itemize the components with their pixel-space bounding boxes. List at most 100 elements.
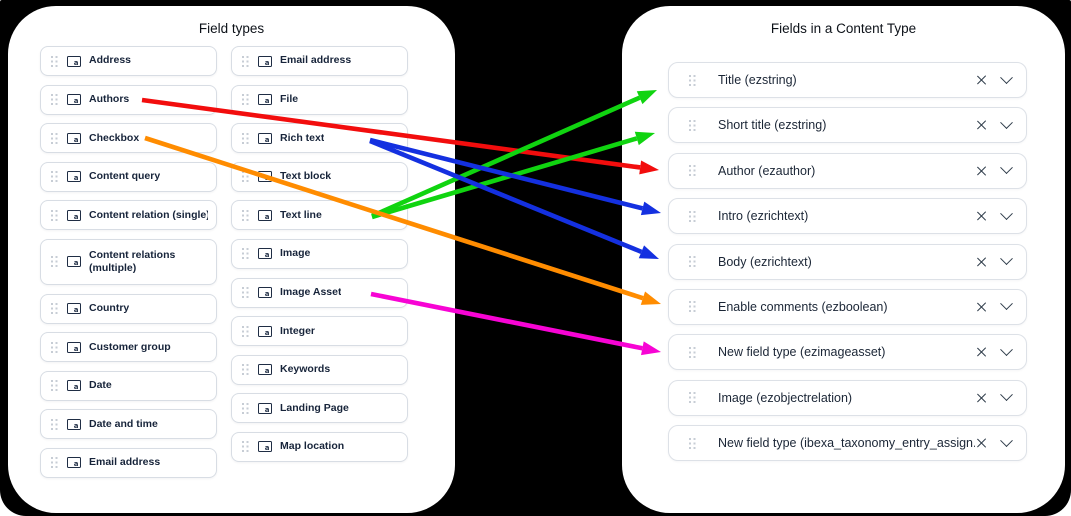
field-type-item-file[interactable]: File [231, 84, 408, 115]
drag-handle-icon[interactable] [689, 74, 696, 86]
drag-handle-icon[interactable] [51, 341, 58, 353]
drag-handle-icon[interactable] [689, 301, 696, 312]
close-icon[interactable] [975, 391, 988, 404]
content-type-field-row-author[interactable]: Author (ezauthor) [668, 152, 1027, 189]
field-type-item-email-address-2[interactable]: Email address [231, 46, 408, 76]
drag-handle-icon[interactable] [242, 287, 249, 298]
field-type-item-address[interactable]: Address [40, 46, 217, 76]
field-type-icon [67, 94, 81, 106]
close-icon[interactable] [975, 300, 988, 313]
field-type-icon [258, 248, 272, 260]
field-type-item-checkbox[interactable]: Checkbox [40, 123, 217, 154]
field-type-label: Date [89, 379, 112, 392]
close-icon[interactable] [975, 210, 988, 223]
chevron-down-icon[interactable] [1000, 388, 1013, 402]
drag-handle-icon[interactable] [689, 256, 696, 267]
drag-handle-icon[interactable] [689, 437, 696, 449]
field-type-icon [67, 380, 81, 392]
content-type-field-row-body[interactable]: Body (ezrichtext) [668, 243, 1027, 280]
close-icon[interactable] [975, 119, 988, 132]
field-type-icon [258, 55, 272, 67]
drag-handle-icon[interactable] [242, 248, 249, 259]
drag-handle-icon[interactable] [51, 171, 58, 182]
field-definition-label: Short title (ezstring) [718, 118, 827, 133]
field-type-item-image[interactable]: Image [231, 238, 408, 269]
drag-handle-icon[interactable] [51, 132, 58, 144]
field-type-item-integer[interactable]: Integer [231, 316, 408, 347]
drag-handle-icon[interactable] [242, 209, 249, 221]
drag-handle-icon[interactable] [242, 171, 249, 182]
field-type-item-country[interactable]: Country [40, 293, 217, 324]
field-definition-label: New field type (ezimageasset) [718, 345, 886, 360]
chevron-down-icon[interactable] [1000, 70, 1013, 84]
close-icon[interactable] [975, 74, 988, 87]
field-type-item-text-block[interactable]: Text block [231, 161, 408, 192]
field-type-item-rich-text[interactable]: Rich text [231, 123, 408, 154]
chevron-down-icon[interactable] [1000, 252, 1013, 266]
field-types-column-1: Address Authors Checkbox Content query C… [40, 46, 217, 478]
field-type-item-landing-page[interactable]: Landing Page [231, 393, 408, 424]
chevron-down-icon[interactable] [1000, 433, 1013, 447]
chevron-down-icon[interactable] [1000, 343, 1013, 356]
content-type-field-row-new-field-imageasset[interactable]: New field type (ezimageasset) [668, 334, 1027, 371]
drag-handle-icon[interactable] [689, 165, 696, 176]
field-type-label: Integer [280, 324, 316, 337]
drag-handle-icon[interactable] [242, 441, 249, 452]
drag-handle-icon[interactable] [689, 119, 696, 131]
field-type-label: Authors [89, 93, 130, 106]
field-definition-label: Image (ezobjectrelation) [718, 390, 853, 405]
content-type-field-row-image[interactable]: Image (ezobjectrelation) [668, 379, 1027, 416]
drag-handle-icon[interactable] [689, 210, 696, 222]
field-type-item-text-line[interactable]: Text line [231, 200, 408, 231]
drag-handle-icon[interactable] [51, 55, 58, 67]
drag-handle-icon[interactable] [51, 418, 58, 430]
content-type-field-row-title[interactable]: Title (ezstring) [668, 62, 1027, 98]
field-type-icon [67, 55, 81, 67]
drag-handle-icon[interactable] [51, 256, 58, 267]
content-type-field-row-intro[interactable]: Intro (ezrichtext) [668, 198, 1027, 235]
field-type-item-content-query[interactable]: Content query [40, 161, 217, 192]
field-type-item-image-asset[interactable]: Image Asset [231, 277, 408, 308]
drag-handle-icon[interactable] [51, 94, 58, 105]
drag-handle-icon[interactable] [51, 303, 58, 314]
close-icon[interactable] [975, 437, 988, 450]
drag-handle-icon[interactable] [242, 55, 249, 67]
drag-handle-icon[interactable] [51, 380, 58, 391]
field-definition-label: New field type (ibexa_taxonomy_entry_ass… [718, 436, 975, 451]
field-type-item-date[interactable]: Date [40, 370, 217, 401]
close-icon[interactable] [975, 346, 988, 359]
field-type-item-authors[interactable]: Authors [40, 84, 217, 115]
drag-handle-icon[interactable] [51, 457, 58, 468]
drag-handle-icon[interactable] [689, 346, 696, 358]
field-type-item-email-address[interactable]: Email address [40, 447, 217, 478]
field-type-item-content-relations-multiple[interactable]: Content relations (multiple) [40, 238, 217, 285]
content-type-field-row-new-field-taxonomy[interactable]: New field type (ibexa_taxonomy_entry_ass… [668, 425, 1027, 462]
field-type-icon [67, 171, 81, 183]
field-type-item-customer-group[interactable]: Customer group [40, 332, 217, 363]
drag-handle-icon[interactable] [51, 209, 58, 221]
field-type-icon [258, 364, 272, 376]
field-type-item-content-relation-single[interactable]: Content relation (single) [40, 200, 217, 231]
field-type-label: Map location [280, 440, 345, 453]
close-icon[interactable] [975, 164, 988, 177]
field-type-item-map-location[interactable]: Map location [231, 431, 408, 462]
chevron-down-icon[interactable] [1000, 297, 1013, 311]
field-type-label: Rich text [280, 131, 325, 144]
field-type-item-date-and-time[interactable]: Date and time [40, 409, 217, 440]
field-type-label: Image Asset [280, 286, 342, 298]
drag-handle-icon[interactable] [242, 402, 249, 414]
drag-handle-icon[interactable] [689, 392, 696, 403]
field-type-item-keywords[interactable]: Keywords [231, 354, 408, 385]
chevron-down-icon[interactable] [1000, 161, 1013, 175]
field-types-panel: Field types Address Authors Checkbox Con… [8, 6, 455, 513]
field-type-label: Content relation (single) [89, 208, 208, 221]
drag-handle-icon[interactable] [242, 94, 249, 105]
drag-handle-icon[interactable] [242, 132, 249, 144]
drag-handle-icon[interactable] [242, 325, 249, 337]
close-icon[interactable] [975, 255, 988, 268]
chevron-down-icon[interactable] [1000, 206, 1013, 220]
content-type-field-row-short-title[interactable]: Short title (ezstring) [668, 107, 1027, 144]
chevron-down-icon[interactable] [1000, 116, 1013, 129]
drag-handle-icon[interactable] [242, 364, 249, 375]
content-type-field-row-enable-comments[interactable]: Enable comments (ezboolean) [668, 288, 1027, 325]
